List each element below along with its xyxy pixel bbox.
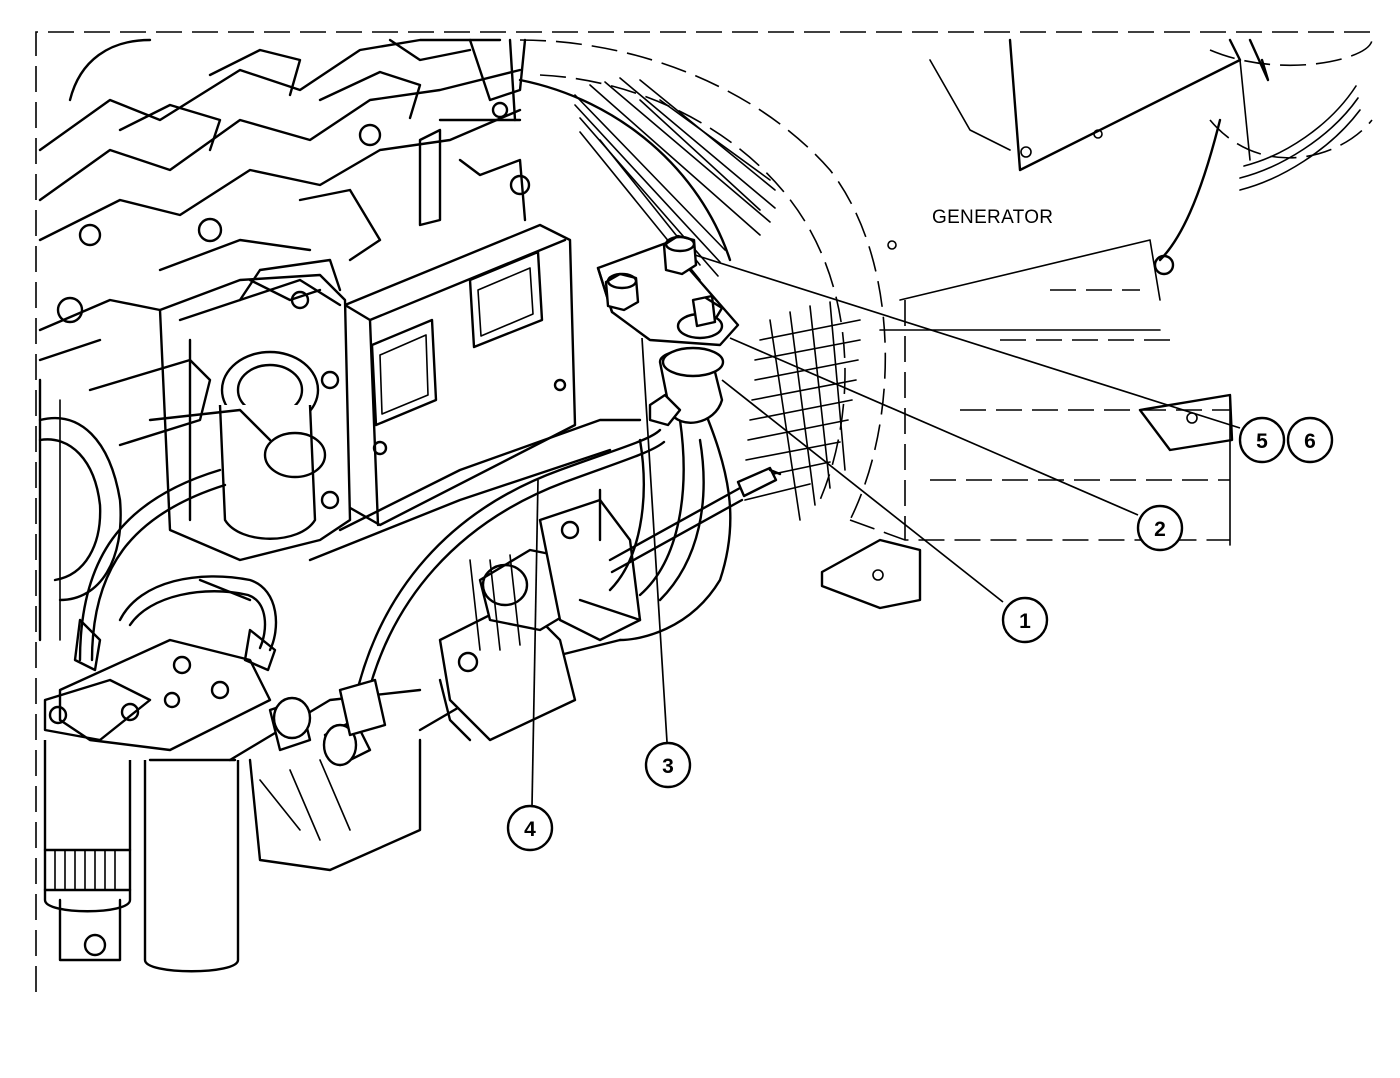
engine-front-housing <box>158 258 352 562</box>
callout-1-label: 1 <box>1019 610 1031 633</box>
callout-6-label: 6 <box>1304 430 1316 453</box>
callout-2-label: 2 <box>1154 518 1166 541</box>
generator-base-mount <box>820 240 1234 610</box>
ecm-module <box>343 223 577 527</box>
sensor-harness <box>338 428 666 737</box>
generator-label: GENERATOR <box>932 207 1053 228</box>
callout-3: 3 <box>644 741 692 789</box>
sensor-locknut <box>676 294 724 340</box>
callout-4: 4 <box>506 804 554 852</box>
fuel-pump <box>43 618 277 752</box>
callout-6: 6 <box>1286 416 1334 464</box>
callout-5-label: 5 <box>1256 430 1268 453</box>
callout-5: 5 <box>1238 416 1286 464</box>
engine-caps <box>268 696 372 767</box>
callout-3-label: 3 <box>662 755 674 778</box>
engine-pulley <box>38 358 272 602</box>
leader-lines <box>531 254 1241 807</box>
bracket-bolt-upper <box>662 234 698 276</box>
callout-4-label: 4 <box>524 818 536 841</box>
speed-sensor <box>648 346 725 427</box>
generator-terminal-box <box>929 38 1270 276</box>
callout-2: 2 <box>1136 504 1184 552</box>
fuel-filter-right <box>143 758 240 973</box>
fuel-filter-left <box>43 740 132 962</box>
generator-side-vent <box>1239 85 1361 191</box>
callout-1: 1 <box>1001 596 1049 644</box>
sensor-cable-right <box>608 466 782 574</box>
starter-motor <box>438 488 642 742</box>
bracket-bolt-lower <box>604 272 640 312</box>
flywheel-housing <box>518 78 732 642</box>
phantom-frame <box>35 31 1374 992</box>
